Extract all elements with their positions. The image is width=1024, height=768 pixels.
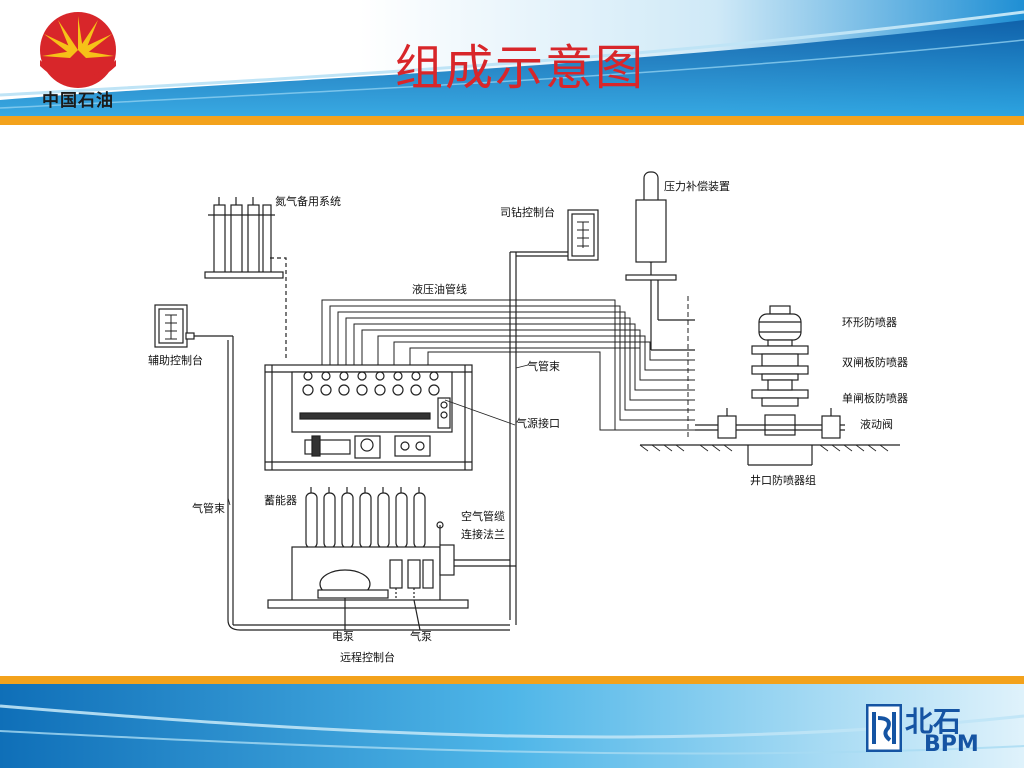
control-valves-top-row: [303, 371, 439, 381]
header-background: [0, 0, 1024, 125]
footer-band: [0, 676, 1024, 768]
bpm-logo-cn: 北石: [905, 705, 962, 738]
page-title: 组成示意图: [394, 40, 645, 96]
label-aux-panel: 辅助控制台: [148, 353, 203, 367]
bpm-logo-icon: [866, 704, 902, 752]
nitrogen-backup-system: [204, 197, 287, 360]
bpm-logo-en: BPM: [924, 732, 979, 757]
label-air-hose-2: 连接法兰: [461, 527, 505, 541]
header-band: [0, 0, 1024, 125]
label-air-bundle-2: 气管束: [192, 501, 225, 515]
remote-control-unit: [264, 364, 473, 471]
label-air-pump: 气泵: [410, 629, 432, 643]
petrochina-logo-text: 中国石油: [42, 91, 114, 111]
control-valves-bottom-row: [302, 384, 440, 396]
label-nitrogen: 氮气备用系统: [275, 194, 341, 208]
label-remote-panel: 远程控制台: [340, 650, 395, 664]
label-hydraulic-valve: 液动阀: [860, 417, 893, 431]
label-annular-bop: 环形防喷器: [842, 315, 897, 329]
label-driller-panel: 司钻控制台: [500, 205, 555, 219]
label-air-hose-1: 空气管缆: [461, 509, 505, 523]
label-pressure-comp: 压力补偿装置: [664, 179, 730, 193]
petrochina-logo-icon: [40, 12, 116, 88]
pump-skid: [267, 521, 516, 631]
footer-background: [0, 676, 1024, 768]
driller-control-panel: [509, 209, 599, 625]
label-accumulator: 蓄能器: [264, 493, 297, 507]
bop-control-system-diagram: 氮气备用系统 司钻控制台 压力补偿装置 液压油管线 辅助控制台 气管束 气源接口…: [148, 171, 908, 664]
accumulator-bottles: [305, 487, 426, 549]
label-electric-pump: 电泵: [332, 630, 354, 643]
label-air-bundle-1: 气管束: [527, 359, 560, 373]
label-wellhead-stack: 井口防喷器组: [750, 473, 816, 487]
wellhead-bop-stack: [639, 305, 900, 466]
label-hydraulic-line: 液压油管线: [412, 282, 467, 296]
auxiliary-control-panel: [154, 304, 510, 631]
pressure-compensation-device: [625, 171, 695, 351]
diagram-labels: 氮气备用系统 司钻控制台 压力补偿装置 液压油管线 辅助控制台 气管束 气源接口…: [148, 179, 908, 664]
label-air-source: 气源接口: [516, 416, 560, 430]
label-single-ram-bop: 单闸板防喷器: [842, 391, 908, 405]
label-double-ram-bop: 双闸板防喷器: [842, 355, 908, 369]
hydraulic-oil-lines: [321, 296, 695, 440]
